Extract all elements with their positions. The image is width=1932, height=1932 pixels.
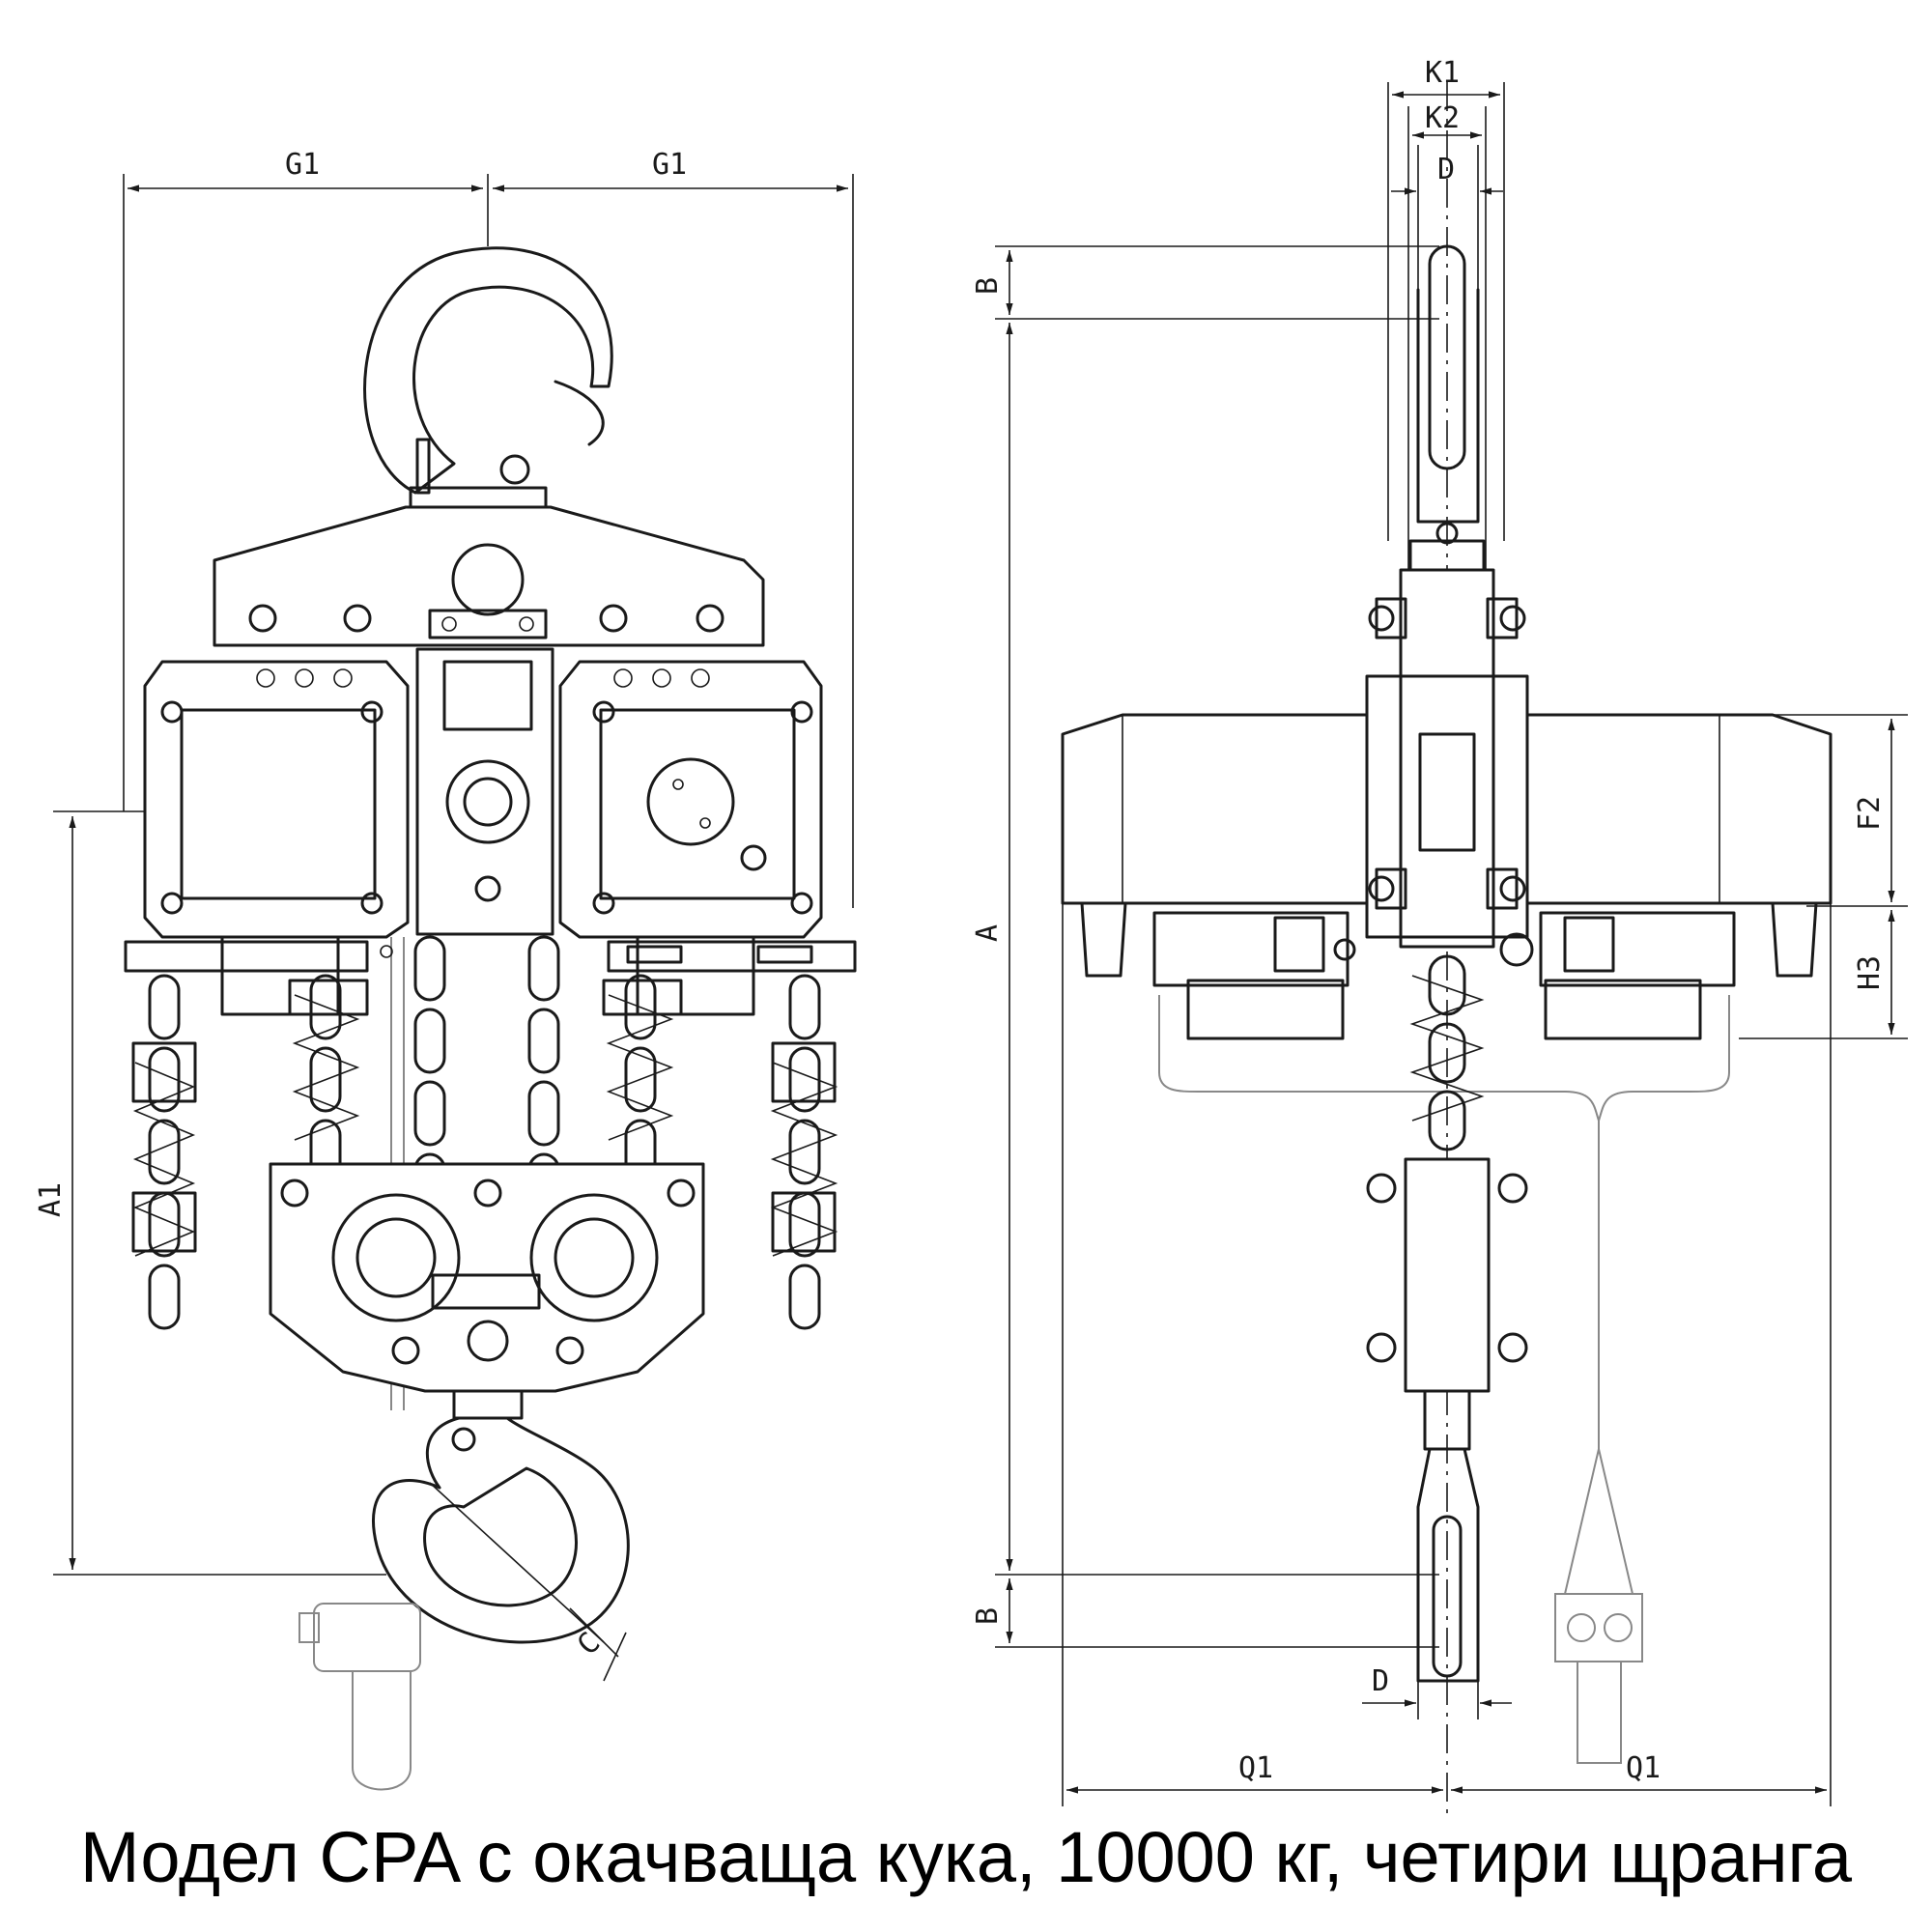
q1-right-label: Q1: [1626, 1751, 1661, 1785]
chain-inner-right: [602, 974, 683, 1185]
bottom-hook: [371, 1389, 630, 1644]
q1-dimensions: Q1 Q1: [1062, 903, 1832, 1806]
side-bottom-block: [1366, 1157, 1528, 1451]
hand-chain-loop: [1158, 995, 1730, 1122]
h3-label: H3: [1853, 955, 1887, 990]
g1-dimension: G1 G1: [123, 148, 854, 908]
side-housing: [1061, 713, 1833, 1040]
frame-bolts: [248, 604, 724, 633]
g1-right-label: G1: [652, 148, 687, 182]
left-motor-housing: [143, 660, 410, 939]
f2-label: F2: [1853, 796, 1887, 831]
drawing-caption: Модел CPA с окачваща кука, 10000 кг, чет…: [79, 1817, 1853, 1897]
a1-dimension: A1: [34, 810, 386, 1576]
d-top-label: D: [1437, 153, 1455, 186]
side-view: K1 K2 D B A B F2 H3: [971, 56, 1908, 1816]
front-view: G1 G1 A1 C: [34, 148, 857, 1791]
bottom-block: [269, 1162, 705, 1393]
chain-inner-left: [288, 974, 369, 1185]
frame-hole: [451, 543, 525, 616]
top-hook: [363, 246, 613, 509]
chain-center-right: [527, 935, 560, 1185]
k-dimensions: K1 K2 D: [1387, 56, 1505, 570]
upper-frame: [213, 505, 765, 647]
center-column: [415, 647, 554, 936]
chain-outer-right: [770, 974, 838, 1330]
f2-h3-dimensions: F2 H3: [1739, 714, 1908, 1039]
chain-outer-left: [131, 974, 197, 1330]
chain-center-left: [413, 935, 446, 1185]
a-label: A: [971, 924, 1005, 942]
g1-left-label: G1: [285, 148, 320, 182]
cross-rails: [124, 935, 857, 1016]
a1-label: A1: [34, 1182, 68, 1217]
front-pendant: [298, 1603, 421, 1791]
d-bottom-label: D: [1372, 1664, 1389, 1698]
d-bottom-dimension: D: [1362, 1652, 1512, 1719]
side-frame: [1365, 568, 1529, 949]
b-top-label: B: [971, 277, 1005, 295]
side-pendant: [1554, 1121, 1643, 1764]
right-motor-housing: [558, 660, 823, 939]
side-bottom-hook: [1416, 1447, 1480, 1683]
vertical-dimensions: B A B: [971, 245, 1439, 1648]
q1-left-label: Q1: [1238, 1751, 1273, 1785]
side-load-chain: [1409, 954, 1485, 1151]
k2-label: K2: [1425, 101, 1460, 135]
k1-label: K1: [1425, 56, 1460, 90]
b-bottom-label: B: [971, 1607, 1005, 1625]
side-top-hook: [1408, 244, 1486, 572]
